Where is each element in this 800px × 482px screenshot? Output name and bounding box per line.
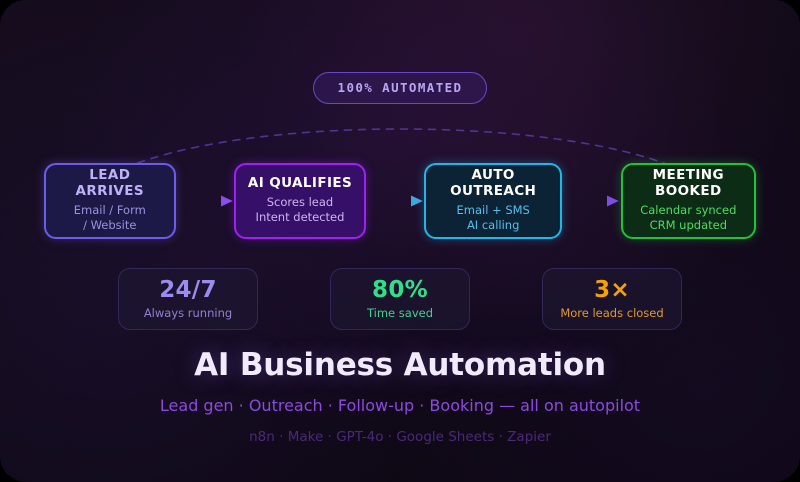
flow-node-subline-2: CRM updated bbox=[649, 218, 727, 233]
flow-node-subline-2: Intent detected bbox=[255, 210, 345, 225]
connector-arrow-1 bbox=[176, 191, 235, 211]
flow-node-subline-2: / Website bbox=[83, 218, 137, 233]
flow-node-meeting-booked[interactable]: MEETING BOOKED Calendar synced CRM updat… bbox=[620, 163, 757, 239]
flow-node-lead-arrives[interactable]: LEAD ARRIVES Email / Form / Website bbox=[44, 163, 176, 239]
connector-arrow-2 bbox=[366, 191, 425, 211]
flow-node-title: AUTO OUTREACH bbox=[450, 167, 537, 199]
stat-card-availability[interactable]: 24/7 Always running bbox=[118, 268, 258, 330]
flow-node-title: MEETING BOOKED bbox=[652, 167, 724, 199]
page-subtitle: Lead gen · Outreach · Follow-up · Bookin… bbox=[159, 396, 641, 416]
stats-row: 24/7 Always running 80% Time saved 3× Mo… bbox=[0, 268, 800, 330]
page-title: AI Business Automation bbox=[194, 347, 606, 383]
stat-value: 24/7 bbox=[159, 276, 217, 303]
stat-label: Always running bbox=[143, 306, 233, 321]
flow-node-subline-1: Scores lead bbox=[266, 194, 334, 209]
flow-diagram: LEAD ARRIVES Email / Form / Website AI Q… bbox=[44, 163, 757, 239]
flow-node-title: AI QUALIFIES bbox=[247, 175, 353, 192]
stat-card-leads-closed[interactable]: 3× More leads closed bbox=[542, 268, 682, 330]
automation-badge: 100% AUTOMATED bbox=[312, 72, 488, 104]
stat-value: 3× bbox=[594, 276, 630, 303]
stat-label: More leads closed bbox=[560, 306, 664, 321]
headline-block: AI Business Automation Lead gen · Outrea… bbox=[0, 348, 800, 445]
connector-arrow-3 bbox=[562, 191, 621, 211]
badge-container: 100% AUTOMATED bbox=[0, 72, 800, 104]
flow-node-title: LEAD ARRIVES bbox=[75, 167, 144, 199]
stat-value: 80% bbox=[372, 276, 428, 303]
flow-node-subline-1: Calendar synced bbox=[640, 202, 737, 217]
flow-node-subline-1: Email + SMS bbox=[456, 202, 530, 217]
flow-node-subline-2: AI calling bbox=[466, 218, 520, 233]
flow-node-auto-outreach[interactable]: AUTO OUTREACH Email + SMS AI calling bbox=[424, 163, 562, 239]
stat-label: Time saved bbox=[366, 306, 434, 321]
stat-card-time-saved[interactable]: 80% Time saved bbox=[330, 268, 470, 330]
flow-node-subline-1: Email / Form bbox=[73, 202, 146, 217]
tools-list: n8n · Make · GPT-4o · Google Sheets · Za… bbox=[249, 429, 551, 446]
flow-node-ai-qualifies[interactable]: AI QUALIFIES Scores lead Intent detected bbox=[234, 163, 366, 239]
